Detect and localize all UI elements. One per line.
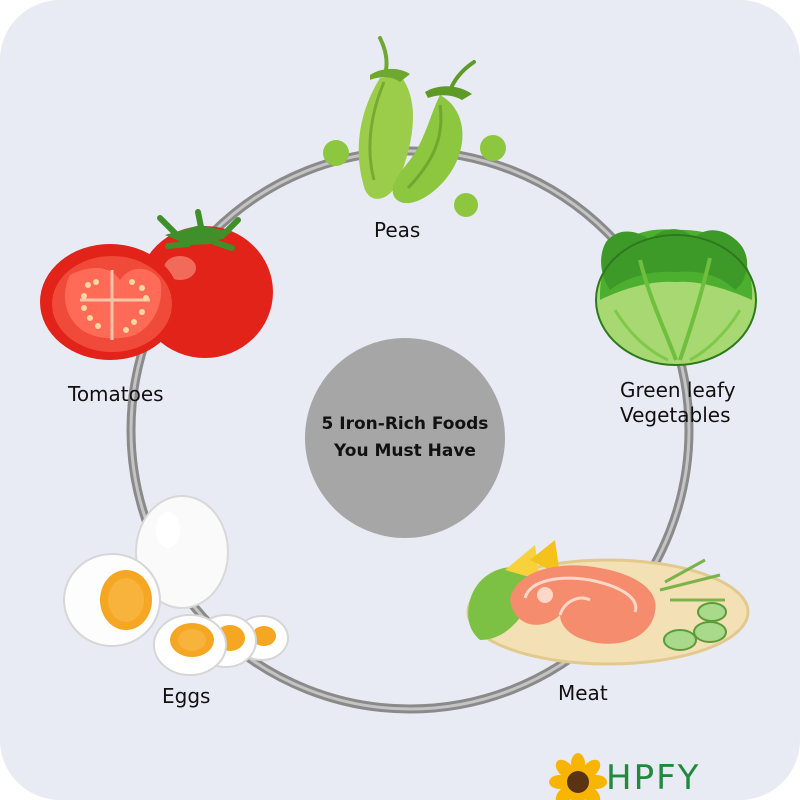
food-label-vegetables: Vegetables — [620, 403, 731, 427]
center-title-line-1: 5 Iron-Rich Foods — [321, 414, 489, 434]
food-label-meat: Meat — [558, 681, 608, 705]
food-label-peas: Peas — [374, 218, 421, 242]
center-title-line-2: You Must Have — [334, 441, 476, 461]
food-label-green-leafy: Green leafy — [620, 378, 736, 402]
food-label-tomatoes: Tomatoes — [68, 382, 164, 406]
food-label-eggs: Eggs — [162, 684, 211, 708]
center-title-circle: 5 Iron-Rich Foods You Must Have — [305, 338, 505, 538]
brand-logo-text: HPFY — [606, 758, 701, 798]
